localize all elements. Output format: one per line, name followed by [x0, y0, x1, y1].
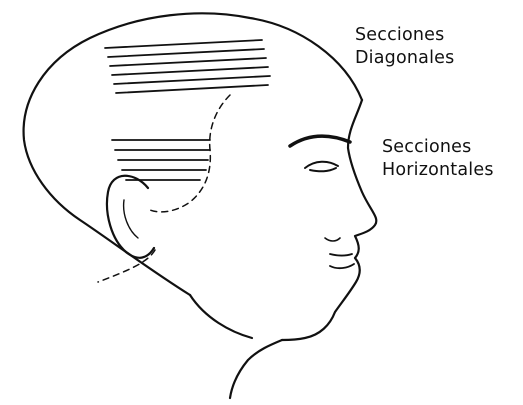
- jaw-neck-outline: [230, 340, 282, 398]
- hairline-dashed: [150, 95, 230, 212]
- nostril: [325, 238, 340, 241]
- label-diagonal-sections: Secciones Diagonales: [355, 24, 454, 70]
- ear-inner: [124, 200, 138, 238]
- horizontal-section-lines: [112, 140, 210, 180]
- ear-outline: [107, 176, 154, 258]
- diagonal-section-lines: [105, 40, 270, 93]
- label-horizontal-line1: Secciones: [382, 136, 494, 159]
- eye: [305, 162, 338, 172]
- label-horizontal-line2: Horizontales: [382, 159, 494, 182]
- neck-back-outline: [190, 295, 252, 338]
- lips: [330, 254, 354, 268]
- label-diagonal-line2: Diagonales: [355, 47, 454, 70]
- label-diagonal-line1: Secciones: [355, 24, 454, 47]
- eyebrow: [290, 136, 350, 146]
- label-horizontal-sections: Secciones Horizontales: [382, 136, 494, 182]
- head-outline: [24, 13, 362, 295]
